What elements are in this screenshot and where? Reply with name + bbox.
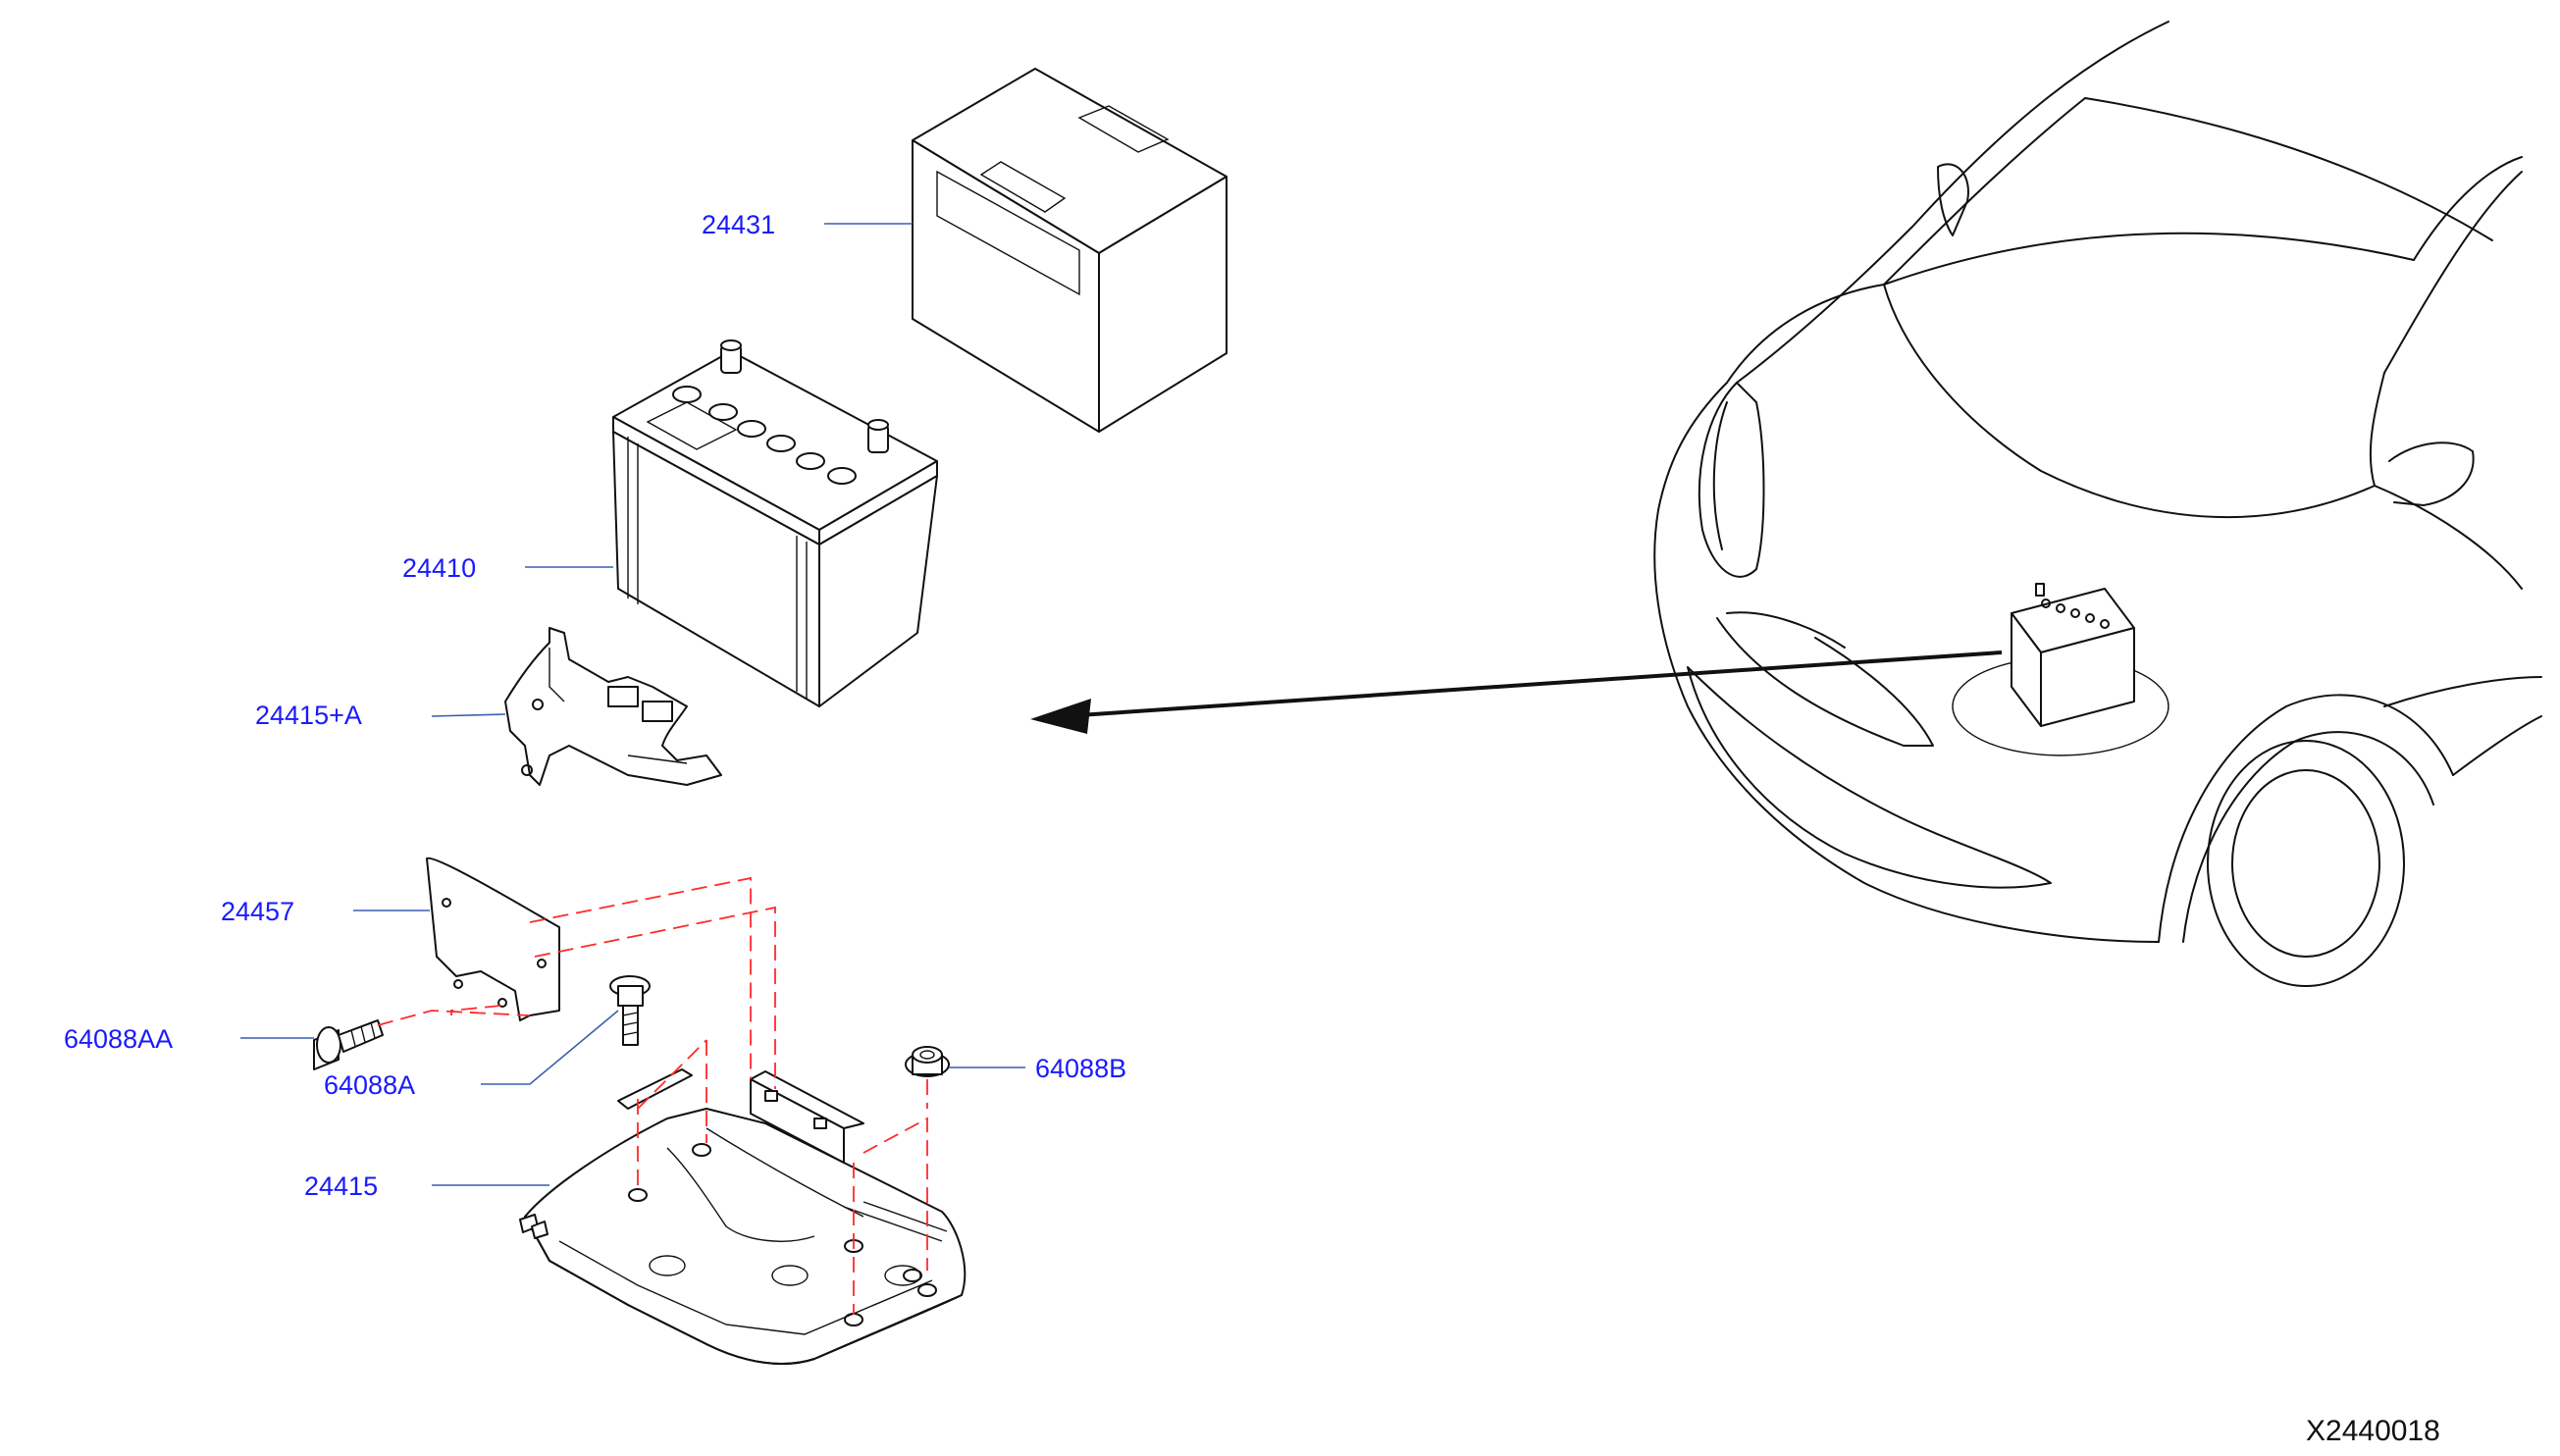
label-24410[interactable]: 24410 [402, 553, 476, 583]
label-24415a[interactable]: 24415+A [255, 701, 362, 730]
label-64088aa[interactable]: 64088AA [64, 1024, 173, 1054]
bolt-64088aa-drawing [313, 1019, 384, 1070]
label-24415[interactable]: 24415 [304, 1171, 378, 1201]
bolt-64088a-drawing [609, 975, 651, 1046]
vehicle-outline [1653, 21, 2542, 987]
battery-frame-drawing [504, 627, 722, 786]
label-24457[interactable]: 24457 [221, 897, 294, 926]
vehicle-battery-locator [2011, 583, 2135, 727]
label-64088a[interactable]: 64088A [324, 1070, 415, 1100]
nut-64088b-drawing [905, 1046, 950, 1077]
label-64088b[interactable]: 64088B [1035, 1054, 1126, 1083]
locator-arrow [1030, 650, 2003, 734]
assembly-dash-lines [377, 876, 928, 1315]
heat-shield-drawing [426, 857, 560, 1021]
label-24431[interactable]: 24431 [702, 210, 775, 239]
battery-cover-drawing [912, 68, 1228, 433]
battery-drawing [612, 339, 938, 707]
leader-lines [240, 223, 1025, 1186]
battery-tray-drawing [519, 1068, 967, 1365]
diagram-code: X2440018 [2306, 1415, 2440, 1447]
